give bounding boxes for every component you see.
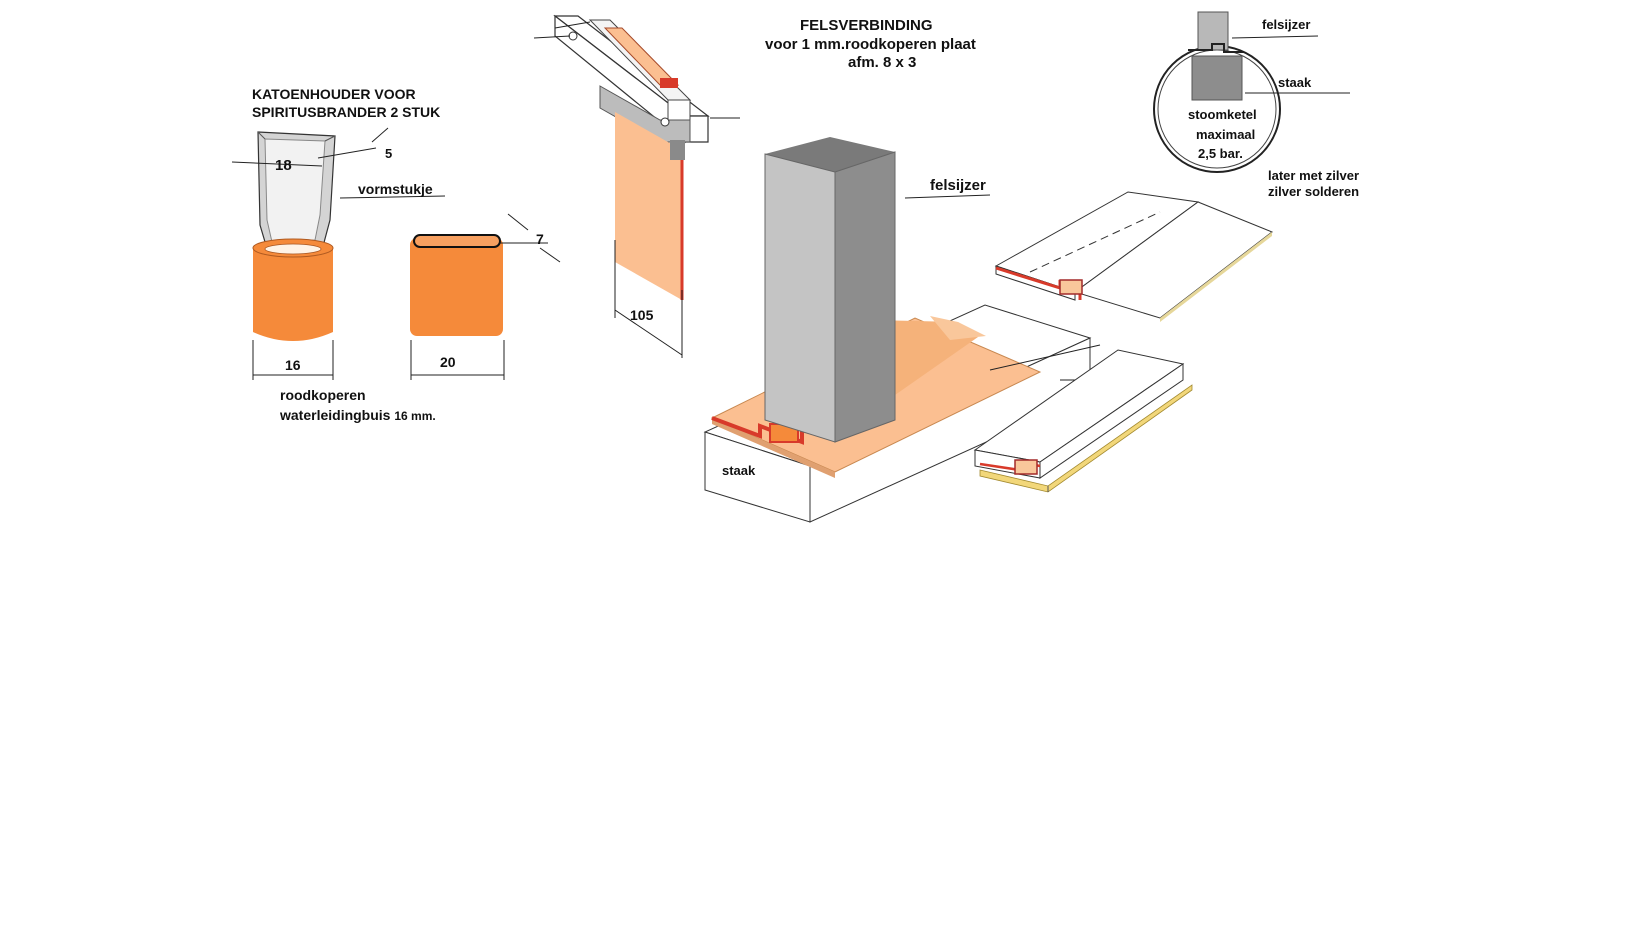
boiler-text-3: 2,5 bar. (1198, 146, 1243, 161)
label-form-piece: vormstukje (358, 181, 433, 197)
dim-flat-height-label: 7 (536, 231, 544, 247)
form-piece-shape (257, 131, 336, 253)
seam-tool-assembly (703, 137, 1101, 523)
title-line-2: voor 1 mm.roodkoperen plaat (765, 36, 976, 53)
title-line-1: FELSVERBINDING (800, 17, 933, 34)
label-staak-main: staak (722, 463, 756, 478)
dim-arrow-flat-height-2 (539, 247, 561, 263)
leader-felsijzer-inset (1231, 35, 1319, 39)
note-line-1: later met zilver (1268, 168, 1359, 183)
boiler-text-2: maximaal (1196, 127, 1255, 142)
title-block: FELSVERBINDING voor 1 mm.roodkoperen pla… (765, 17, 976, 71)
copper-tube-shape (252, 238, 334, 341)
clamp-assembly (533, 14, 740, 300)
dim-top-offset-label: 5 (385, 146, 392, 161)
dim-arrow-top-offset (371, 127, 389, 143)
dim-line-top-offset (317, 147, 377, 159)
felsijzer-block (764, 137, 896, 443)
lower-seam-plate (973, 349, 1193, 493)
dim-line-top-width (231, 161, 323, 167)
dim-top-width-label: 18 (275, 157, 292, 174)
label-staak-inset: staak (1278, 75, 1312, 90)
cotton-holder-group: KATOENHOUDER VOOR SPIRITUSBRANDER 2 STUK… (231, 86, 561, 423)
dim-tube-width-label: 16 (285, 357, 301, 373)
label-felsijzer-inset: felsijzer (1262, 17, 1310, 32)
cotton-holder-heading-1: KATOENHOUDER VOOR (252, 86, 416, 102)
flattened-tube-shape (410, 234, 503, 336)
boiler-inset (1153, 11, 1281, 173)
cotton-holder-heading-2: SPIRITUSBRANDER 2 STUK (252, 104, 440, 120)
label-felsijzer-main: felsijzer (930, 177, 986, 194)
dim-arrow-flat-height-1 (507, 213, 529, 231)
dim-line-clamp-length (614, 309, 683, 356)
note-line-2: zilver solderen (1268, 184, 1359, 199)
leader-form-piece (339, 195, 446, 199)
caption-line-1: roodkoperen (280, 387, 366, 403)
caption-line-2: waterleidingbuis 16 mm. (279, 407, 436, 423)
leader-felsijzer-main (904, 194, 991, 199)
dim-flat-width-label: 20 (440, 354, 456, 370)
dim-clamp-length-label: 105 (630, 307, 654, 323)
upper-seam-plate (994, 191, 1273, 322)
boiler-text-1: stoomketel (1188, 107, 1257, 122)
title-line-3: afm. 8 x 3 (848, 54, 916, 71)
